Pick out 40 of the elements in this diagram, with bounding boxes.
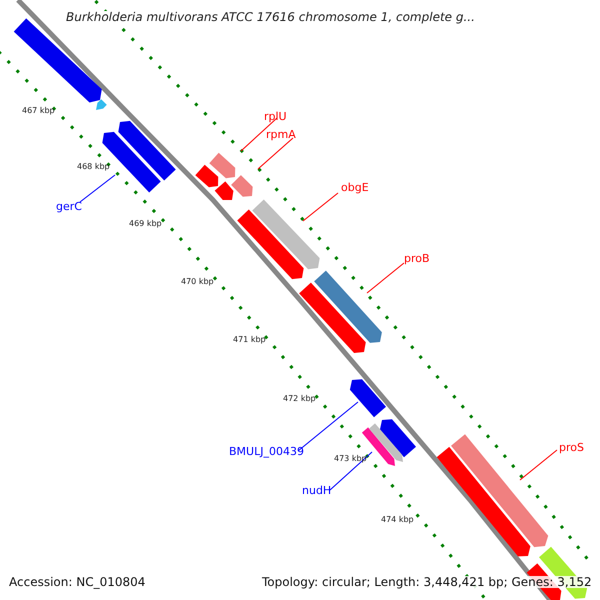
gene-block [451, 434, 548, 548]
gene-label: obgE [341, 182, 369, 193]
gene-block [299, 282, 366, 353]
gene-block [369, 423, 403, 462]
leader-line [366, 262, 404, 294]
gene-label: proB [404, 253, 430, 264]
gene-block [214, 181, 234, 200]
gene-block [209, 152, 236, 178]
gene-label: rpmA [266, 129, 296, 140]
map-title: Burkholderia multivorans ATCC 17616 chromosome 1, complete g... [66, 11, 475, 23]
scale-label: 468 kbp [77, 163, 110, 171]
leader-line [330, 452, 372, 490]
leader-line [240, 118, 278, 152]
gene-block [195, 164, 218, 188]
gene-label: proS [559, 442, 584, 453]
gene-label: rplU [264, 111, 287, 122]
leader-line [302, 192, 338, 222]
scale-label: 469 kbp [129, 220, 162, 228]
gene-block [252, 200, 320, 270]
footer-text: Accession: NC_010804 [9, 576, 146, 588]
gene-block [380, 419, 416, 458]
gene-block [314, 270, 382, 343]
gene-block [118, 120, 176, 180]
leader-line [258, 138, 294, 170]
scale-label: 474 kbp [381, 516, 414, 524]
scale-label: 471 kbp [233, 336, 266, 344]
gene-label: gerC [56, 201, 82, 212]
gene-block [350, 379, 386, 418]
gene-label: nudH [302, 485, 332, 496]
leader-line [520, 450, 558, 480]
leader-line [80, 174, 116, 202]
scale-label: 472 kbp [283, 395, 316, 403]
gene-block [436, 446, 530, 556]
footer-text: Topology: circular; Length: 3,448,421 bp; Genes: 3,152 [262, 576, 592, 588]
gene-block [231, 175, 253, 197]
gene-block [237, 210, 304, 280]
leader-line [298, 402, 358, 452]
gene-label: BMULJ_00439 [229, 446, 304, 457]
scale-label: 470 kbp [181, 278, 214, 286]
gene-block [96, 99, 107, 110]
